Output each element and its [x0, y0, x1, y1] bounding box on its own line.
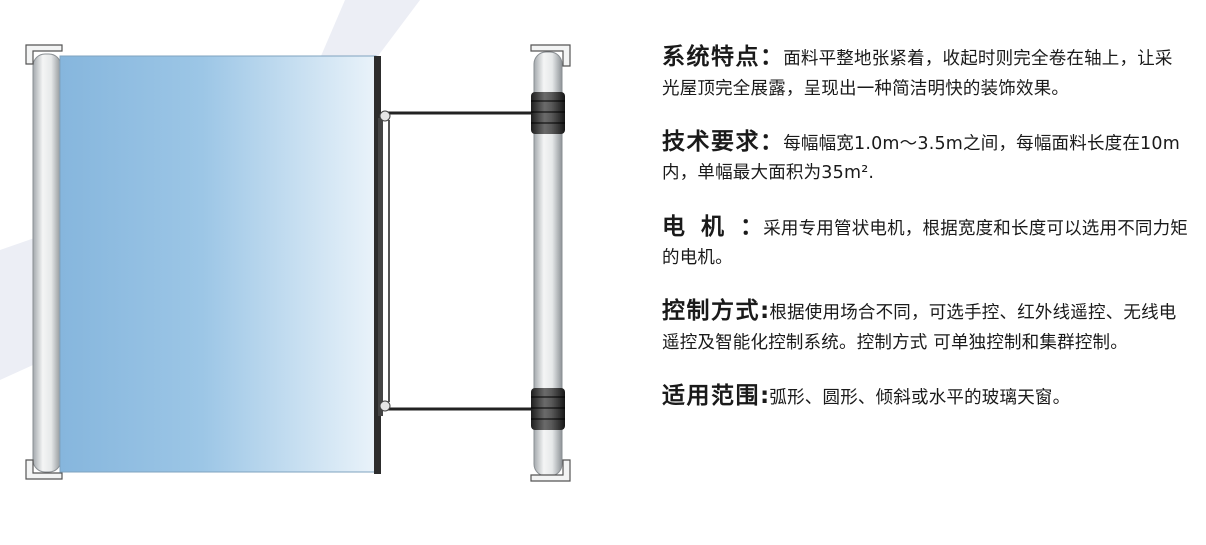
spec-text: 每幅幅宽1.0m～3.5m之间，每幅面料长度在10m内，单幅最大面积为35m². — [662, 133, 1180, 184]
bottom-bar — [374, 56, 381, 474]
left-roller-tube — [32, 53, 62, 473]
spec-label: 适用范围 — [662, 383, 760, 410]
spec-technical-requirements: 技术要求：每幅幅宽1.0m～3.5m之间，每幅面料长度在10m内，单幅最大面积为… — [662, 125, 1190, 188]
spec-motor: 电机：采用专用管状电机，根据宽度和长度可以选用不同力矩的电机。 — [662, 210, 1190, 273]
spec-separator: : — [760, 383, 770, 410]
spec-separator: : — [760, 298, 770, 325]
bracket-icon — [530, 44, 571, 482]
motor-icon — [531, 388, 565, 430]
spec-label: 控制方式 — [662, 298, 760, 325]
bracket-icon — [25, 44, 63, 480]
spec-label: 电机 — [662, 213, 740, 240]
spec-list: 系统特点：面料平整地张紧着，收起时则完全卷在轴上，让采光屋顶完全展露，呈现出一种… — [662, 40, 1190, 437]
spec-label: 技术要求 — [662, 128, 760, 155]
motor-icon — [531, 92, 565, 134]
spec-label: 系统特点 — [662, 44, 760, 70]
fabric-panel — [59, 55, 377, 473]
spec-text: 面料平整地张紧着，收起时则完全卷在轴上，让采光屋顶完全展露，呈现出一种简洁明快的… — [662, 49, 1173, 99]
spec-separator: ： — [760, 128, 784, 155]
spec-control-method: 控制方式:根据使用场合不同，可选手控、红外线遥控、无线电遥控及智能化控制系统。控… — [662, 294, 1190, 357]
roller-blind-illustration — [25, 44, 571, 482]
spec-text: 采用专用管状电机，根据宽度和长度可以选用不同力矩的电机。 — [662, 218, 1189, 269]
spec-system-features: 系统特点：面料平整地张紧着，收起时则完全卷在轴上，让采光屋顶完全展露，呈现出一种… — [662, 40, 1190, 103]
spec-application-scope: 适用范围:弧形、圆形、倾斜或水平的玻璃天窗。 — [662, 379, 1190, 415]
spec-text: 弧形、圆形、倾斜或水平的玻璃天窗。 — [769, 388, 1071, 409]
spec-text: 根据使用场合不同，可选手控、红外线遥控、无线电遥控及智能化控制系统。控制方式 可… — [662, 303, 1177, 353]
spec-separator: ： — [760, 44, 784, 70]
spec-separator: ： — [740, 213, 764, 240]
